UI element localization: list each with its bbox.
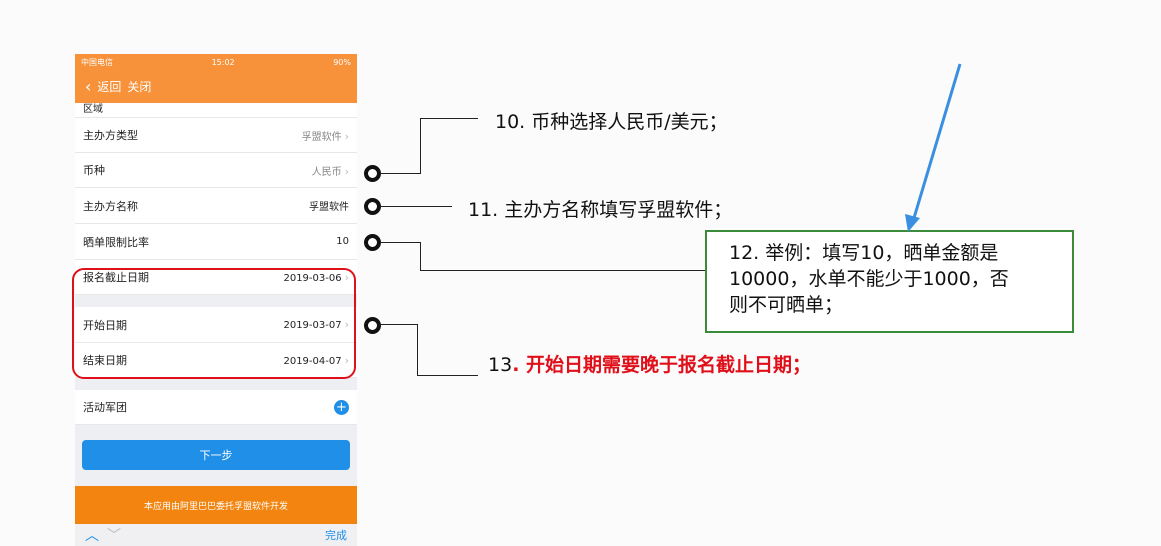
note-12-line: 12. 举例：填写10，晒单金额是 xyxy=(729,242,999,264)
row-organizer-name[interactable]: 主办方名称 孚盟软件 xyxy=(75,188,357,224)
note-13: 13. 开始日期需要晚于报名截止日期； xyxy=(488,350,811,377)
connector-line xyxy=(420,242,421,270)
row-label: 主办方名称 xyxy=(83,199,138,213)
battery: 90% xyxy=(333,57,351,67)
phone-screenshot: 中国电信 15:02 90% ‹ 返回 关闭 区域 主办方类型孚盟软件› 币种人… xyxy=(75,54,357,546)
row-value: 2019-03-07 xyxy=(283,320,342,331)
row-currency[interactable]: 币种 人民币› xyxy=(75,153,357,188)
back-chevron-icon[interactable]: ‹ xyxy=(85,77,92,96)
close-button[interactable]: 关闭 xyxy=(127,80,152,94)
row-value: 人民币 xyxy=(311,166,342,178)
connector-line xyxy=(380,324,418,325)
row-end-date[interactable]: 结束日期 2019-04-07› xyxy=(75,343,357,378)
row-label: 结束日期 xyxy=(83,354,127,367)
footer-banner: 本应用由阿里巴巴委托孚盟软件开发 xyxy=(75,486,357,524)
row-label: 活动军团 xyxy=(83,401,127,414)
row-value: 2019-04-07 xyxy=(283,355,342,367)
chevron-down-icon[interactable]: ﹀ xyxy=(107,528,121,544)
carrier: 中国电信 xyxy=(81,57,113,67)
next-button[interactable]: 下一步 xyxy=(82,440,350,470)
done-button[interactable]: 完成 xyxy=(325,529,347,542)
connector-line xyxy=(420,118,478,119)
note-12-line: 10000，水单不能少于1000，否 xyxy=(729,268,1009,290)
connector-line xyxy=(417,324,418,376)
row-organizer-type[interactable]: 主办方类型 孚盟软件› xyxy=(75,118,357,153)
chevron-right-icon: › xyxy=(344,318,349,331)
chevron-right-icon: › xyxy=(344,353,349,367)
row-label: 主办方类型 xyxy=(83,129,138,142)
row-ratio[interactable]: 晒单限制比率 10 xyxy=(75,224,357,260)
row-region[interactable]: 区域 xyxy=(75,103,357,118)
row-label: 晒单限制比率 xyxy=(83,235,149,249)
marker-circle xyxy=(364,317,381,334)
connector-line xyxy=(380,206,452,207)
row-start-date[interactable]: 开始日期 2019-03-07› xyxy=(75,307,357,343)
marker-circle xyxy=(364,165,381,182)
note-11: 11. 主办方名称填写孚盟软件； xyxy=(468,199,733,221)
note-12-line: 则不可晒单； xyxy=(729,294,844,316)
back-button[interactable]: 返回 xyxy=(97,80,122,94)
nav-bar: ‹ 返回 关闭 xyxy=(75,70,357,103)
add-icon[interactable]: + xyxy=(334,399,349,415)
keyboard-toolbar: ︿ ﹀ 完成 xyxy=(75,524,357,546)
connector-line xyxy=(380,242,421,243)
connector-line xyxy=(420,270,705,271)
row-value: 孚盟软件 xyxy=(309,202,349,213)
note-13-number: 13 xyxy=(488,354,513,376)
row-value: 2019-03-06 xyxy=(283,272,342,284)
row-label: 报名截止日期 xyxy=(83,271,149,284)
connector-line xyxy=(380,173,421,174)
phone-header: 中国电信 15:02 90% ‹ 返回 关闭 xyxy=(75,54,357,103)
row-label: 区域 xyxy=(83,104,103,115)
note-12-box: 12. 举例：填写10，晒单金额是 10000，水单不能少于1000，否 则不可… xyxy=(705,230,1074,333)
note-13-text: . 开始日期需要晚于报名截止日期； xyxy=(512,354,812,376)
row-label: 开始日期 xyxy=(83,318,127,332)
highlight-box xyxy=(72,268,356,379)
connector-line xyxy=(417,375,478,376)
marker-circle xyxy=(364,234,381,251)
time: 15:02 xyxy=(211,57,235,67)
row-value: 孚盟软件 xyxy=(301,131,342,143)
marker-circle xyxy=(364,198,381,215)
row-value: 10 xyxy=(336,236,349,247)
note-10: 10. 币种选择人民币/美元； xyxy=(495,111,728,133)
chevron-right-icon: › xyxy=(344,129,349,143)
row-label: 币种 xyxy=(83,164,105,177)
connector-line xyxy=(420,118,421,174)
row-activity-group[interactable]: 活动军团 + xyxy=(75,390,357,425)
chevron-up-icon[interactable]: ︿ xyxy=(85,528,99,544)
chevron-right-icon: › xyxy=(344,164,349,178)
status-bar: 中国电信 15:02 90% xyxy=(75,54,357,70)
